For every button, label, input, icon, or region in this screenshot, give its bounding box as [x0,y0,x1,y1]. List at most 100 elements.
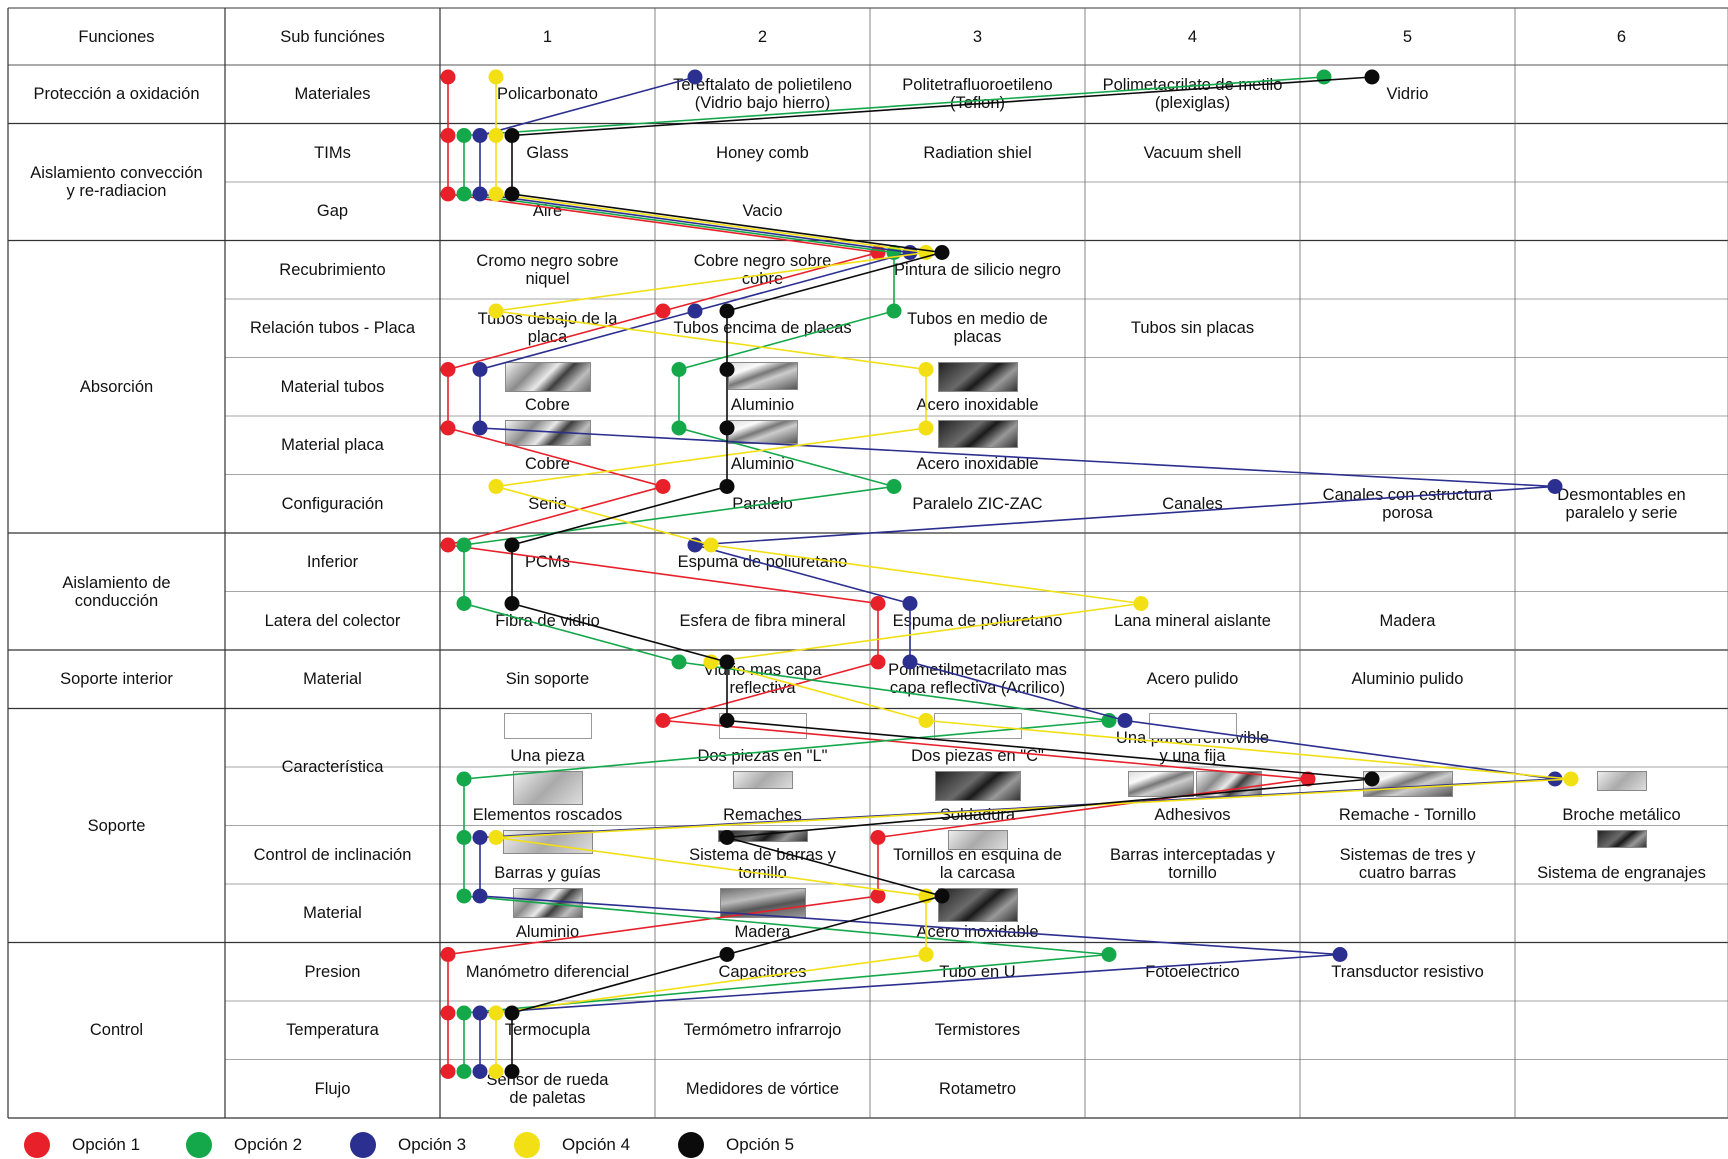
option-cell: Vidrio mas capa reflectiva [703,661,822,698]
option-cell: Tubos en medio de placas [907,310,1048,347]
option-cell: Espuma de poliuretano [892,611,1063,630]
option-cell: Sensor de rueda de paletas [486,1070,609,1107]
component-image [504,420,591,446]
option-cell: Tubo en U [939,962,1016,981]
option-cell: Espuma de poliuretano [677,553,848,572]
subfunction-materiales: Materiales [294,85,371,104]
option-cell: Paralelo [732,494,793,513]
legend-label: Opción 5 [726,1135,795,1154]
component-image [718,712,807,739]
option-cell: Canales con estructura porosa [1322,485,1493,522]
subfunction-presion: Presion [304,962,361,981]
subfunction-latera-del-colector: Latera del colector [264,611,401,630]
component-image [717,829,808,842]
option-cell: Manómetro diferencial [465,962,630,981]
option-cell: Capacitores [718,962,807,981]
option-cell: Termómetro infrarrojo [683,1021,842,1040]
subfunction-inferior: Inferior [306,553,359,572]
subfunction-configuraci-n: Configuración [281,494,384,513]
header-option-4: 4 [1187,27,1198,46]
subfunction-recubrimiento: Recubrimiento [279,260,386,279]
component-image [727,361,798,390]
header-funciones: Funciones [78,27,155,46]
component-image [504,361,591,392]
component-image [732,771,793,789]
subfunction-relaci-n-tubos-placa: Relación tubos - Placa [249,319,416,338]
subfunction-material: Material [303,670,362,689]
legend-dot-green [186,1132,212,1158]
subfunction-flujo: Flujo [314,1079,351,1098]
legend-item-option-5: Opción 5 [678,1132,794,1158]
option-cell: Paralelo ZIC-ZAC [912,494,1043,513]
function-control: Control [89,1021,144,1040]
subfunction-gap: Gap [316,202,349,221]
component-image [1362,771,1453,797]
function-aislamiento-cond: Aislamiento de conducción [62,573,171,610]
option-cell: Transductor resistivo [1331,962,1484,981]
component-image [719,888,806,918]
component-image [1127,771,1194,797]
function-soporte: Soporte [87,816,146,835]
component-image [512,888,583,918]
legend-dot-yellow [514,1132,540,1158]
option-cell: Canales [1162,494,1223,513]
option-cell: Cromo negro sobre niquel [476,251,619,288]
option-cell: PCMs [525,553,570,572]
component-image [727,420,798,444]
legend-dot-blue [350,1132,376,1158]
header-option-6: 6 [1616,27,1627,46]
legend-label: Opción 3 [398,1135,467,1154]
option-cell: Vidrio [1386,85,1429,104]
option-cell: Desmontables en paralelo y serie [1557,485,1686,522]
legend-item-option-3: Opción 3 [350,1132,466,1158]
option-cell: Aluminio pulido [1351,670,1464,689]
option-cell: Vacio [742,202,783,221]
option-cell: Sistemas de tres y cuatro barras [1339,846,1476,882]
option-cell: Polimetilmetacrilato mas capa reflectiva… [888,661,1067,698]
component-image [1148,712,1237,739]
option-cell: Acero pulido [1146,670,1239,689]
legend-item-option-1: Opción 1 [24,1132,140,1158]
function-proteccion: Protección a oxidación [33,85,200,104]
subfunction-tims: TIMs [314,143,351,162]
option-cell: Radiation shiel [923,143,1032,162]
option-cell: Cobre negro sobre cobre [693,251,832,288]
header-option-3: 3 [972,27,983,46]
component-image [934,771,1021,801]
component-image [937,420,1018,448]
header-subfunciones: Sub funciónes [280,27,385,46]
option-cell: Serie [528,494,567,513]
subfunction-material-tubos: Material tubos [280,377,385,396]
function-absorcion: Absorción [79,377,154,396]
component-image [1195,771,1262,797]
option-cell: Vacuum shell [1143,143,1242,162]
option-cell: Termocupla [504,1021,591,1040]
option-cell: Fotoelectrico [1145,962,1240,981]
option-cell: Tubos debajo de la placa [477,310,618,347]
option-cell: Barras interceptadas y tornillo [1109,846,1276,882]
option-cell: Madera [1379,611,1436,630]
subfunction-temperatura: Temperatura [286,1021,379,1040]
option-cell: Glass [526,143,569,162]
option-cell: Policarbonato [497,85,598,104]
option-cell: Tubos sin placas [1130,319,1255,338]
option-cell: Sin soporte [505,670,590,689]
component-image [502,829,593,854]
legend-dot-black [678,1132,704,1158]
option-cell: Polimetacrilato de metilo (plexiglas) [1102,76,1283,113]
option-cell: Rotametro [938,1079,1017,1098]
component-image [933,712,1022,739]
option-cell: Esfera de fibra mineral [679,611,846,630]
header-option-5: 5 [1402,27,1413,46]
legend-label: Opción 1 [72,1135,141,1154]
header-option-2: 2 [757,27,768,46]
subfunction-control-de-inclinaci-n: Control de inclinación [253,845,412,864]
option-cell: Broche metálico [1562,805,1681,824]
component-image [1596,829,1647,848]
function-soporte-interior: Soporte interior [60,670,173,689]
legend-item-option-4: Opción 4 [514,1132,630,1158]
subfunction-caracteristica: Característica [281,758,384,776]
option-cell: Tereftalato de polietileno (Vidrio bajo … [673,76,852,113]
component-image [937,361,1018,392]
